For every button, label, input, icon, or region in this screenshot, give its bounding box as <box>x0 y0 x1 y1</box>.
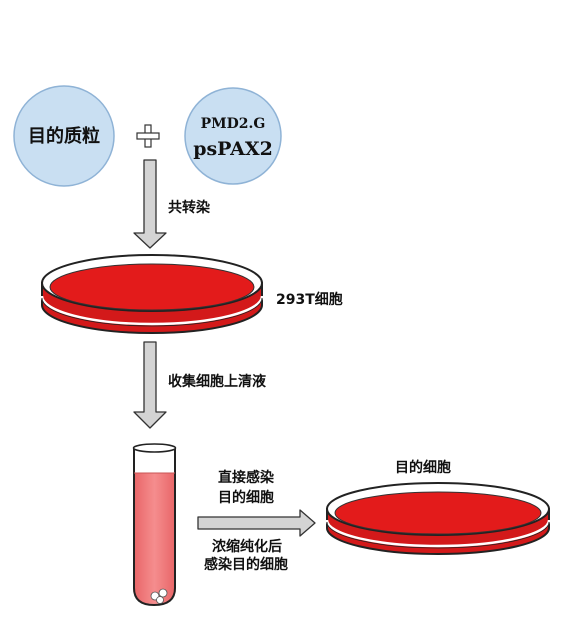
direct-label-line1: 直接感染 <box>218 470 274 486</box>
dish-293t <box>40 254 264 334</box>
plasmid-label: 目的质粒 <box>28 126 100 147</box>
concentrate-label-line2: 感染目的细胞 <box>204 557 288 573</box>
plasmid-circle <box>13 85 115 187</box>
dish-293t-label: 293T细胞 <box>276 292 343 308</box>
direct-label-line2: 目的细胞 <box>218 490 274 506</box>
infection-arrow <box>197 509 316 537</box>
cotransfect-arrow <box>133 159 167 249</box>
helper-label-line1: PMD2.G <box>200 116 266 132</box>
collect-label: 收集细胞上清液 <box>168 374 266 390</box>
cell-pellet <box>150 588 168 604</box>
centrifuge-tube <box>132 443 177 607</box>
dish-target <box>325 482 551 555</box>
cotransfect-label: 共转染 <box>168 200 210 216</box>
helper-plasmid-circle <box>184 87 282 185</box>
plus-icon <box>136 124 160 148</box>
collect-arrow <box>133 341 167 429</box>
concentrate-label-line1: 浓缩纯化后 <box>212 539 282 555</box>
dish-target-label: 目的细胞 <box>395 460 451 476</box>
helper-label-line2: psPAX2 <box>193 138 273 160</box>
